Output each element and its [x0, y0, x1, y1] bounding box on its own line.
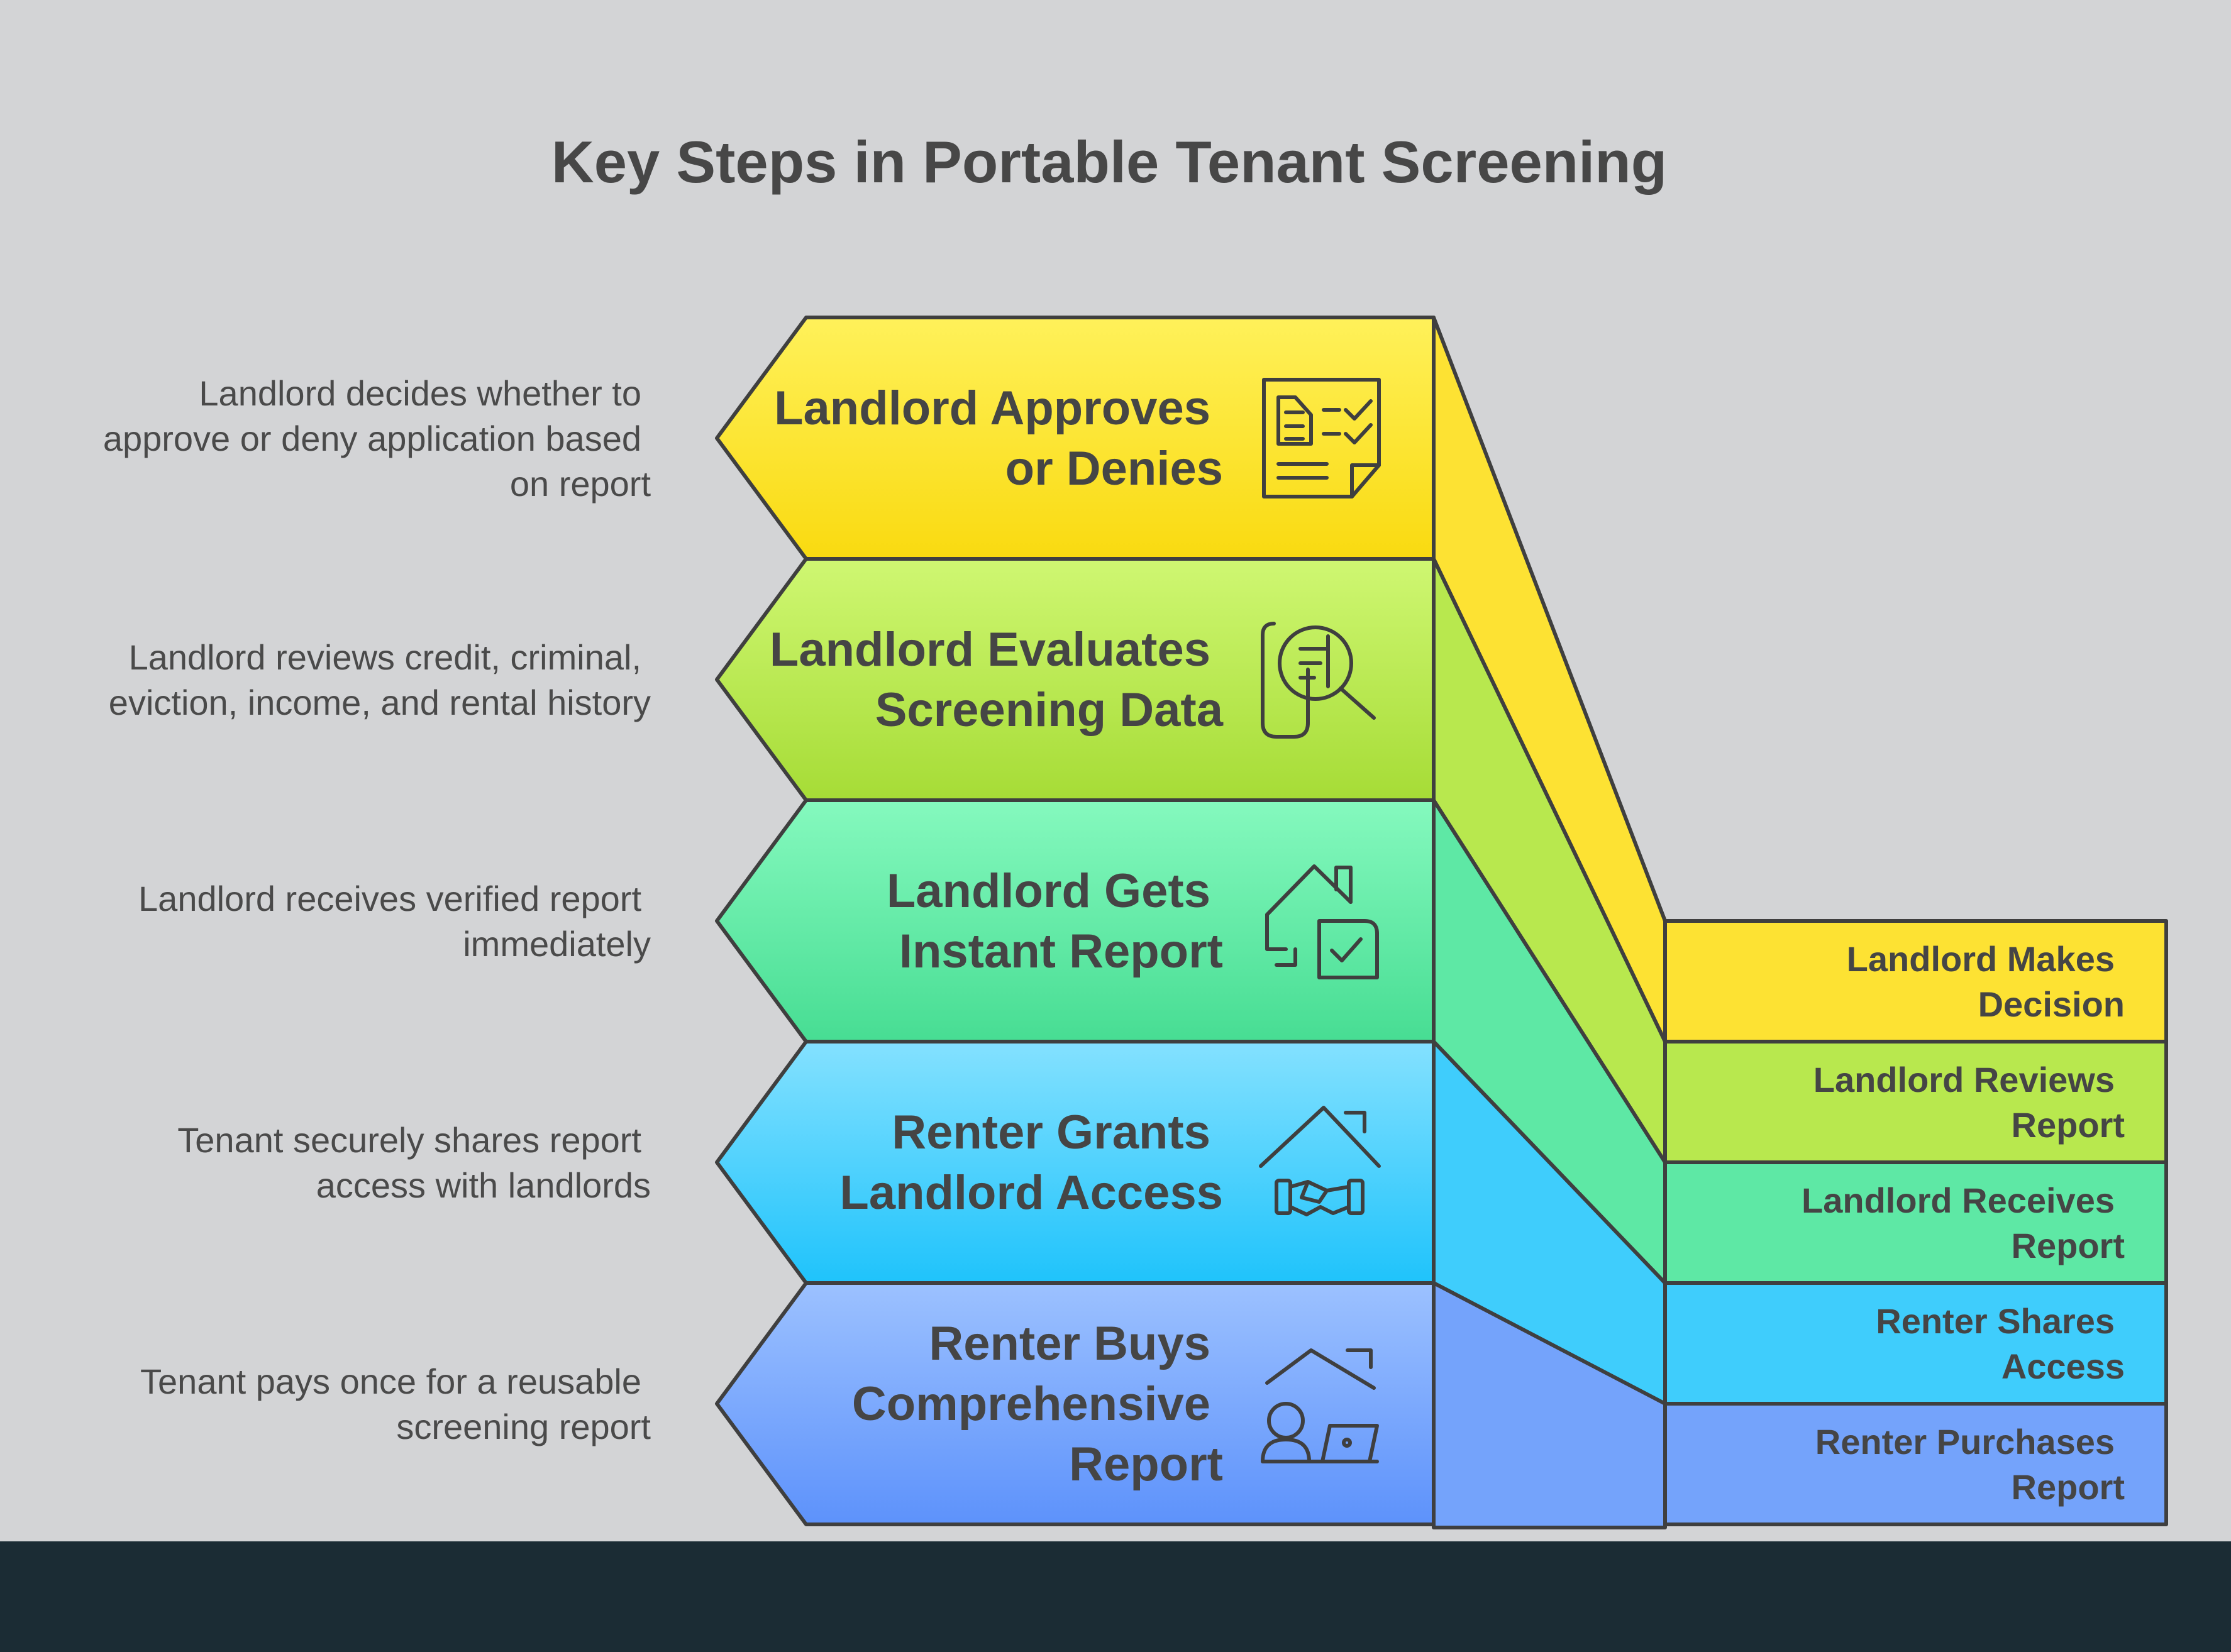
step-description: Landlord decides whether to approve or de… [103, 373, 651, 504]
step-label-line: Screening Data [875, 683, 1224, 737]
house-document-check-icon [1265, 864, 1379, 979]
step-description: Tenant pays once for a reusable screening… [140, 1362, 651, 1446]
summary-box-line: Landlord Receives [1802, 1181, 2115, 1220]
step-label-line: or Denies [1005, 442, 1223, 495]
summary-box-line: Renter Purchases [1815, 1422, 2115, 1462]
summary-box-line: Report [2012, 1105, 2125, 1145]
step-label-line: Landlord Gets [887, 864, 1210, 918]
step-arrow: Landlord Approves or Denies [715, 316, 1436, 561]
summary-box-line: Access [2001, 1346, 2125, 1386]
step-description-line: access with landlords [316, 1165, 651, 1205]
step-label-line: Landlord Access [839, 1166, 1223, 1220]
step-arrow-shape [715, 557, 1436, 802]
document-checklist-icon [1262, 378, 1381, 498]
step-description: Landlord receives verified report immedia… [138, 879, 651, 964]
magnifying-document-icon [1261, 622, 1376, 739]
page-title: Key Steps in Portable Tenant Screening [551, 129, 1667, 195]
step-label-line: Renter Buys [929, 1317, 1210, 1370]
step-label-line: Instant Report [899, 925, 1223, 978]
step-label-line: Comprehensive [852, 1377, 1210, 1431]
step-arrow-shape [715, 798, 1436, 1044]
house-handshake-icon [1259, 1106, 1381, 1216]
step-description-line: screening report [396, 1407, 651, 1446]
step-description-line: Landlord decides whether to [199, 373, 641, 413]
step-label-line: Landlord Approves [774, 382, 1210, 435]
step-label-line: Renter Grants [892, 1106, 1210, 1159]
step-description-line: eviction, income, and rental history [109, 683, 651, 722]
summary-box-fill [1663, 1402, 2168, 1526]
step-arrow-shape [715, 316, 1436, 561]
step-description: Landlord reviews credit, criminal, evicti… [109, 637, 651, 722]
step-description-line: Tenant securely shares report [177, 1120, 641, 1160]
step-description-line: Tenant pays once for a reusable [140, 1362, 641, 1401]
step-description-line: approve or deny application based [103, 419, 641, 458]
step-arrow-shape [715, 1281, 1436, 1526]
step-arrow-shape [715, 1040, 1436, 1285]
step-description-line: Landlord receives verified report [138, 879, 641, 918]
step-label-line: Landlord Evaluates [770, 623, 1210, 676]
summary-box-fill [1663, 1040, 2168, 1164]
summary-box-line: Decision [1978, 984, 2125, 1024]
summary-box-fill [1663, 1160, 2168, 1285]
summary-box-line: Report [2012, 1467, 2125, 1507]
step-label: Landlord Approves or Denies [774, 382, 1223, 495]
summary-box-fill [1663, 919, 2168, 1044]
summary-box-fill [1663, 1281, 2168, 1406]
step-description: Tenant securely shares report access with… [177, 1120, 651, 1205]
summary-box-line: Landlord Reviews [1813, 1060, 2115, 1099]
summary-box-line: Landlord Makes [1847, 939, 2115, 979]
step-descriptions: Landlord decides whether to approve or de… [103, 373, 651, 1446]
step-description-line: immediately [463, 924, 651, 964]
step-label-line: Report [1069, 1438, 1223, 1491]
summary-box-line: Renter Shares [1876, 1301, 2115, 1341]
footer-bar [0, 1541, 2231, 1652]
house-person-laptop-icon [1261, 1348, 1379, 1463]
step-description-line: on report [510, 464, 651, 504]
summary-box-line: Report [2012, 1226, 2125, 1265]
step-description-line: Landlord reviews credit, criminal, [129, 637, 641, 677]
